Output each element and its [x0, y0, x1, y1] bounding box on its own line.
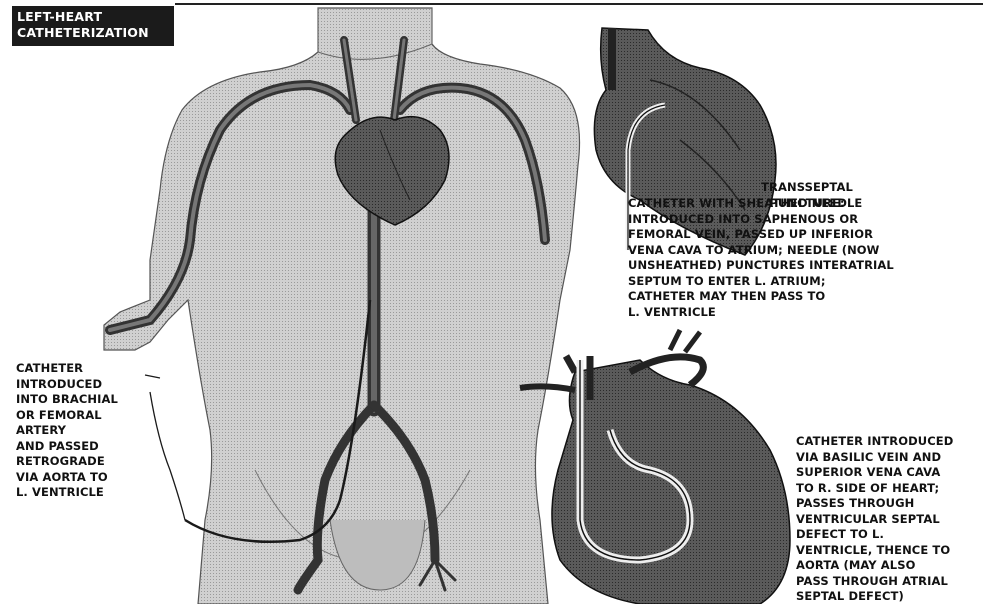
caption-line: CATHETER — [16, 361, 118, 377]
diagram-title: LEFT-HEART CATHETERIZATION — [12, 6, 174, 46]
title-line: LEFT-HEART — [17, 9, 169, 25]
caption-line: PASSES THROUGH — [796, 496, 953, 512]
caption-line: INTRODUCED INTO SAPHENOUS OR — [628, 212, 894, 228]
caption-line: FEMORAL VEIN, PASSED UP INFERIOR — [628, 227, 894, 243]
caption-line: RETROGRADE — [16, 454, 118, 470]
caption-line: AORTA (MAY ALSO — [796, 558, 953, 574]
caption-line: INTRODUCED — [16, 377, 118, 393]
caption-retrograde: CATHETER INTRODUCED INTO BRACHIAL OR FEM… — [16, 361, 118, 501]
caption-line: TO R. SIDE OF HEART; — [796, 481, 953, 497]
leader-line-left — [145, 375, 185, 520]
caption-line: AND PASSED — [16, 439, 118, 455]
caption-line: CATHETER WITH SHEATHED NEEDLE — [628, 196, 894, 212]
caption-line: SEPTUM TO ENTER L. ATRIUM; — [628, 274, 894, 290]
caption-line: OR FEMORAL — [16, 408, 118, 424]
caption-line: VENTRICULAR SEPTAL — [796, 512, 953, 528]
caption-venous: CATHETER INTRODUCED VIA BASILIC VEIN AND… — [796, 434, 953, 605]
caption-line: SEPTAL DEFECT) — [796, 589, 953, 605]
caption-line: L. VENTRICLE — [16, 485, 118, 501]
title-line: CATHETERIZATION — [17, 25, 169, 41]
caption-line: VENA CAVA TO ATRIUM; NEEDLE (NOW — [628, 243, 894, 259]
caption-line: CATHETER INTRODUCED — [796, 434, 953, 450]
caption-line: INTO BRACHIAL — [16, 392, 118, 408]
caption-line: VIA AORTA TO — [16, 470, 118, 486]
caption-transseptal: CATHETER WITH SHEATHED NEEDLE INTRODUCED… — [628, 196, 894, 320]
caption-line: VENTRICLE, THENCE TO — [796, 543, 953, 559]
caption-line: SUPERIOR VENA CAVA — [796, 465, 953, 481]
caption-line: L. VENTRICLE — [628, 305, 894, 321]
caption-line: TRANSSEPTAL — [752, 180, 862, 196]
caption-line: ARTERY — [16, 423, 118, 439]
caption-line: CATHETER MAY THEN PASS TO — [628, 289, 894, 305]
caption-line: DEFECT TO L. — [796, 527, 953, 543]
caption-line: PASS THROUGH ATRIAL — [796, 574, 953, 590]
caption-line: UNSHEATHED) PUNCTURES INTERATRIAL — [628, 258, 894, 274]
caption-line: VIA BASILIC VEIN AND — [796, 450, 953, 466]
heart-venous — [520, 330, 790, 604]
